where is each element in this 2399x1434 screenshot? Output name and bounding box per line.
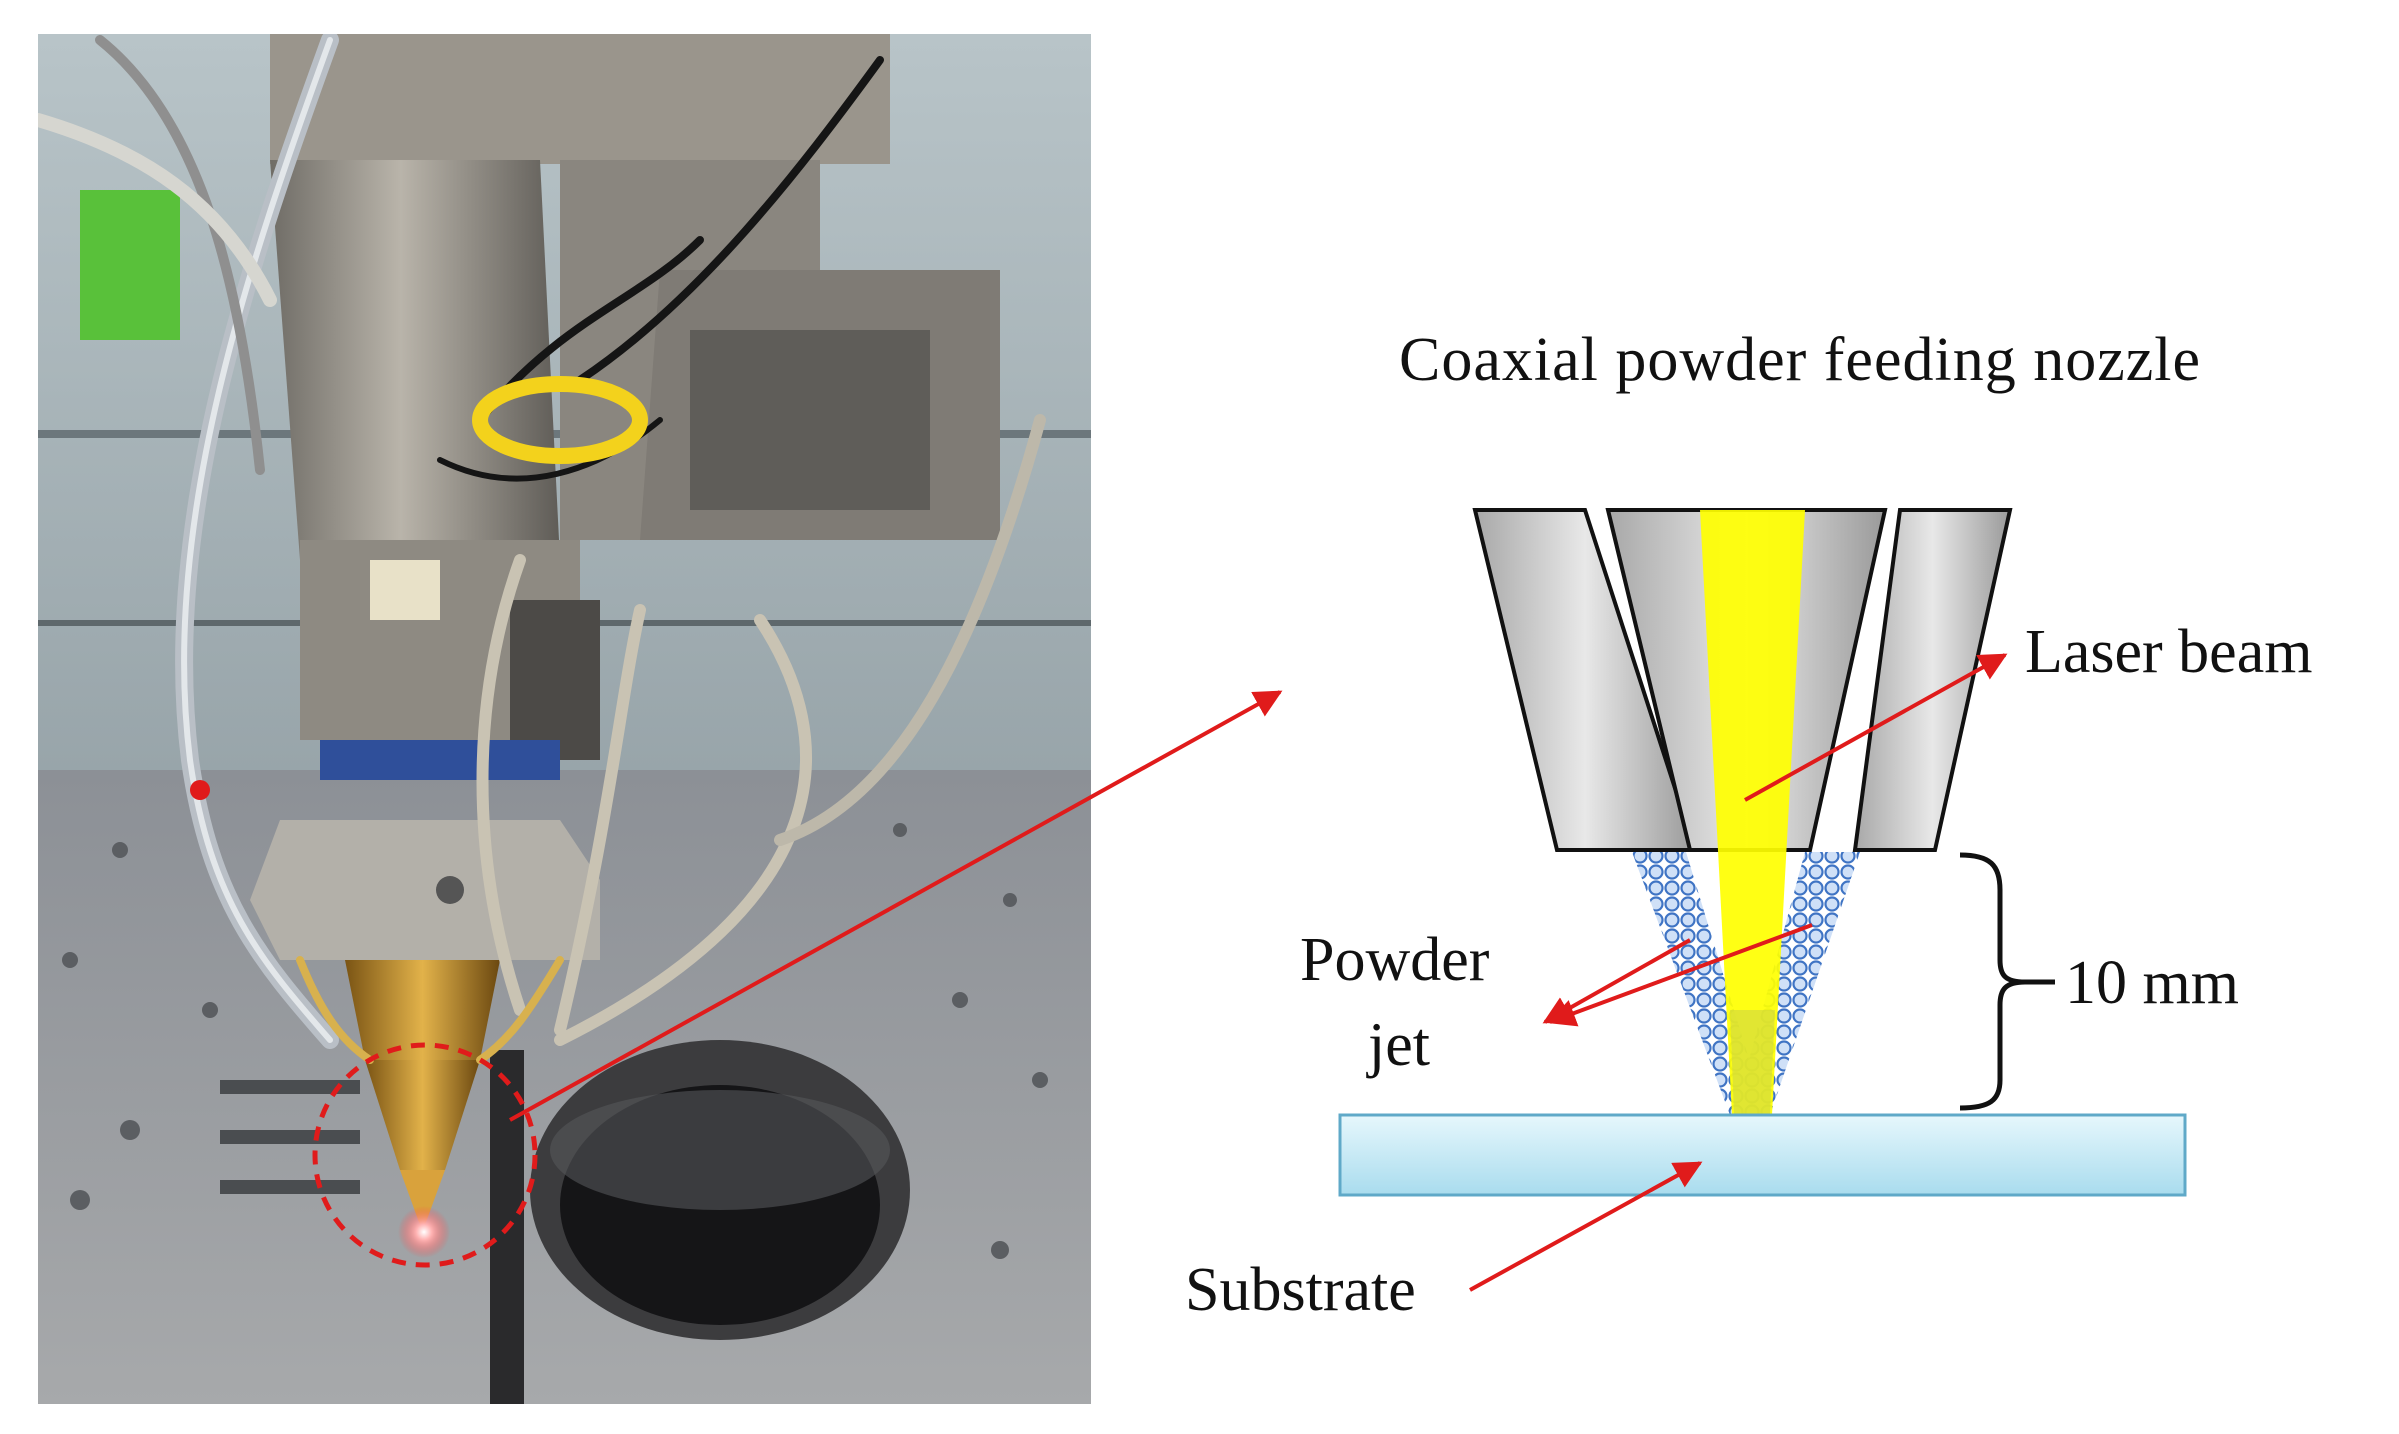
substrate: [1338, 1113, 2187, 1197]
nozzle-right-outer-wall: [1852, 508, 2013, 852]
powder-jet-label-line2: jet: [1366, 1011, 1430, 1079]
machine-photo: [38, 34, 1091, 1404]
laser-beam: [1700, 510, 1805, 1115]
distance-brace: [1959, 852, 2026, 1111]
powder-jet-arrow-left: [1542, 938, 1691, 1024]
powder-jet-arrow-right: [1547, 923, 1813, 1027]
powder-jet-label-line1: Powder: [1300, 926, 1490, 994]
zoom-arrow: [509, 690, 1283, 1122]
diagram-title: Coaxial powder feeding nozzle: [1399, 326, 2201, 394]
laser-powder-overlap: [1730, 1010, 1775, 1115]
substrate-arrow: [1469, 1161, 1703, 1292]
laser-beam-label: Laser beam: [2025, 618, 2312, 686]
nozzle-highlight-circle: [312, 1042, 538, 1268]
substrate-label: Substrate: [1185, 1256, 1416, 1324]
distance-label: 10 mm: [2065, 949, 2239, 1017]
laser-beam-arrow: [1744, 653, 2008, 802]
